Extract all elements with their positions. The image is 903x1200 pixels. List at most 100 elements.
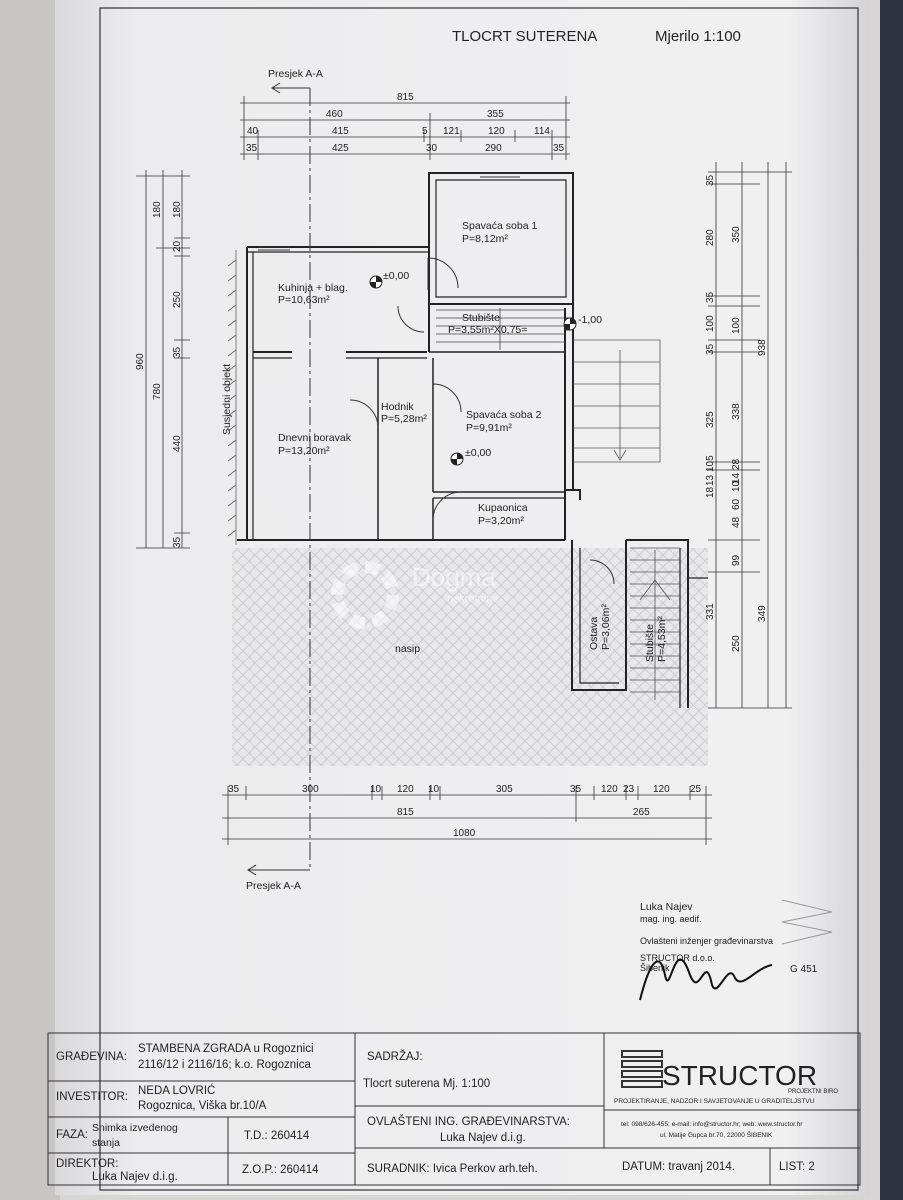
tb-zop: Z.O.P.: 260414 [242,1164,319,1176]
tb-faza-label: FAZA: [56,1129,88,1141]
sign-title: mag. ing. aedif. [640,914,702,924]
dim-right-middle-3: 331 [705,603,716,620]
sign-city: Šibenik [640,963,670,973]
tb-faza-value1: Snimka izvedenog [92,1122,178,1134]
level-marker-kitchen [369,275,383,289]
tb-direktor-value: Luka Najev d.i.g. [92,1171,178,1183]
room-area-storage: P=3,06m² [600,604,612,650]
tb-gradevina-value1: STAMBENA ZGRADA u Rogoznici [138,1043,314,1055]
drawing-scale: Mjerilo 1:100 [655,28,741,45]
room-area-kitchen: P=10,63m² [278,294,330,306]
tb-ovlasteni-label: OVLAŠTENI ING. GRAĐEVINARSTVA: [367,1115,570,1128]
level-marker-stair [563,317,577,331]
dim-bottom-row1-1: 300 [302,784,319,795]
neighbor-wall-hatch [227,250,237,545]
tb-faza-value2: stanja [92,1137,120,1149]
dim-left-inner-5: 440 [172,435,183,452]
dim-right-inner-8: 105 [705,455,716,472]
tb-ovlasteni-value: Luka Najev d.i.g. [440,1132,526,1144]
dim-right-middle-0: 350 [731,226,742,243]
dims-right-lines [708,162,792,709]
room-name-living: Dnevni boravak [278,432,352,444]
dim-right-middle-2: 338 [731,403,742,420]
dim-right-inner-7: 13 [705,474,716,486]
section-line [247,82,311,876]
room-area-stair2: P=4,53m² [656,616,668,662]
dim-bottom-row2-1: 265 [633,807,650,818]
tb-suradnik: SURADNIK: Ivica Perkov arh.teh. [367,1163,538,1175]
tb-sadrzaj-label: SADRŽAJ: [367,1050,423,1063]
dims-left-lines [136,170,190,549]
stair-lower [630,547,680,700]
doors [349,257,615,585]
dim-bottom-row1-9: 120 [653,784,670,795]
section-mark-top: Presjek A-A [268,68,323,80]
room-name-bedroom1: Spavaća soba 1 [462,220,537,232]
neighbor-label: Susjedni objekt [221,364,233,435]
dim-top-row1-0: 815 [397,92,414,103]
floor-plan-walls [237,172,708,708]
signature-scribble [639,958,773,1001]
room-name-bathroom: Kupaonica [478,502,528,514]
dim-top-row3-5: 114 [534,126,550,137]
dim-top-row4-1: 425 [332,143,349,154]
fill-label: nasip [395,643,420,655]
dim-top-row4-4: 35 [553,143,565,154]
room-name-kitchen: Kuhinja + blag. [278,282,348,294]
tb-list: LIST: 2 [779,1161,815,1173]
level-kitchen: ±0,00 [383,270,409,282]
dim-bottom-row1-8: 23 [623,784,635,795]
dim-bottom-row1-2: 10 [370,784,382,795]
dim-right-inner-10: 48 [731,516,742,528]
tb-datum: DATUM: travanj 2014. [622,1161,735,1173]
dim-bottom-row1-3: 120 [397,784,414,795]
dim-bottom-row1-10: 25 [690,784,702,795]
level-stair: -1,00 [578,314,602,326]
title-block-grid [47,1032,861,1186]
sign-name: Luka Najev [640,901,693,913]
dim-right-inner-3: 100 [705,315,716,332]
section-mark-bottom: Presjek A-A [246,880,301,892]
level-marker-bedroom2 [450,452,464,466]
dim-top-row4-0: 35 [246,143,258,154]
tb-td: T.D.: 260414 [244,1130,310,1142]
dim-right-inner-12: 14 [731,472,742,484]
drawing-frame [99,7,859,1191]
dim-right-outer-0: 938 [757,339,768,356]
stamp-number: G 451 [790,964,818,975]
dim-left-inner-6: 35 [172,536,183,548]
room-name-storage: Ostava [588,617,600,650]
dim-right-middle-1: 100 [731,317,742,334]
dim-right-inner-14: 99 [731,554,742,566]
tb-logo-sub: PROJEKTNI BIRO [788,1089,838,1095]
dim-bottom-row3-0: 1080 [453,828,476,839]
dim-top-row3-1: 415 [332,126,349,137]
dim-right-inner-11: 60 [731,498,742,510]
dim-right-inner-2: 35 [705,291,716,303]
tb-gradevina-label: GRAĐEVINA: [56,1051,127,1063]
dim-top-row4-2: 30 [426,143,438,154]
room-area-hallway: P=5,28m² [381,413,427,425]
dim-top-row4-3: 290 [485,143,502,154]
dim-left-middle-0: 780 [152,383,163,400]
sign-firm: STRUCTOR d.o.o. [640,953,715,963]
room-name-stair1: Stubište [462,312,500,324]
stair-exterior [573,339,661,463]
dims-top-lines [240,96,570,160]
dims-bottom-lines [222,786,712,845]
room-area-living: P=13,20m² [278,445,330,457]
tb-sadrzaj-value: Tlocrt suterena Mj. 1:100 [363,1078,490,1090]
watermark: Dogma nekretnine [331,561,498,629]
room-area-stair1: P=3,55m²X0,75= [448,324,527,336]
tb-contact2: ul. Matije Gupca br.70, 22000 ŠIBENIK [660,1130,773,1139]
tb-investitor-value2: Rogoznica, Viška br.10/A [138,1100,267,1112]
stair-upper [436,308,565,350]
tb-investitor-label: INVESTITOR: [56,1091,128,1103]
dim-right-inner-13: 28 [731,458,742,470]
dim-top-row3-3: 121 [443,126,460,137]
dim-right-inner-6: 18 [705,486,716,498]
tb-logo: STRUCTOR [662,1060,817,1091]
sign-role: Ovlašteni inženjer građevinarstva [640,936,773,946]
dim-top-row2-1: 355 [487,109,504,120]
